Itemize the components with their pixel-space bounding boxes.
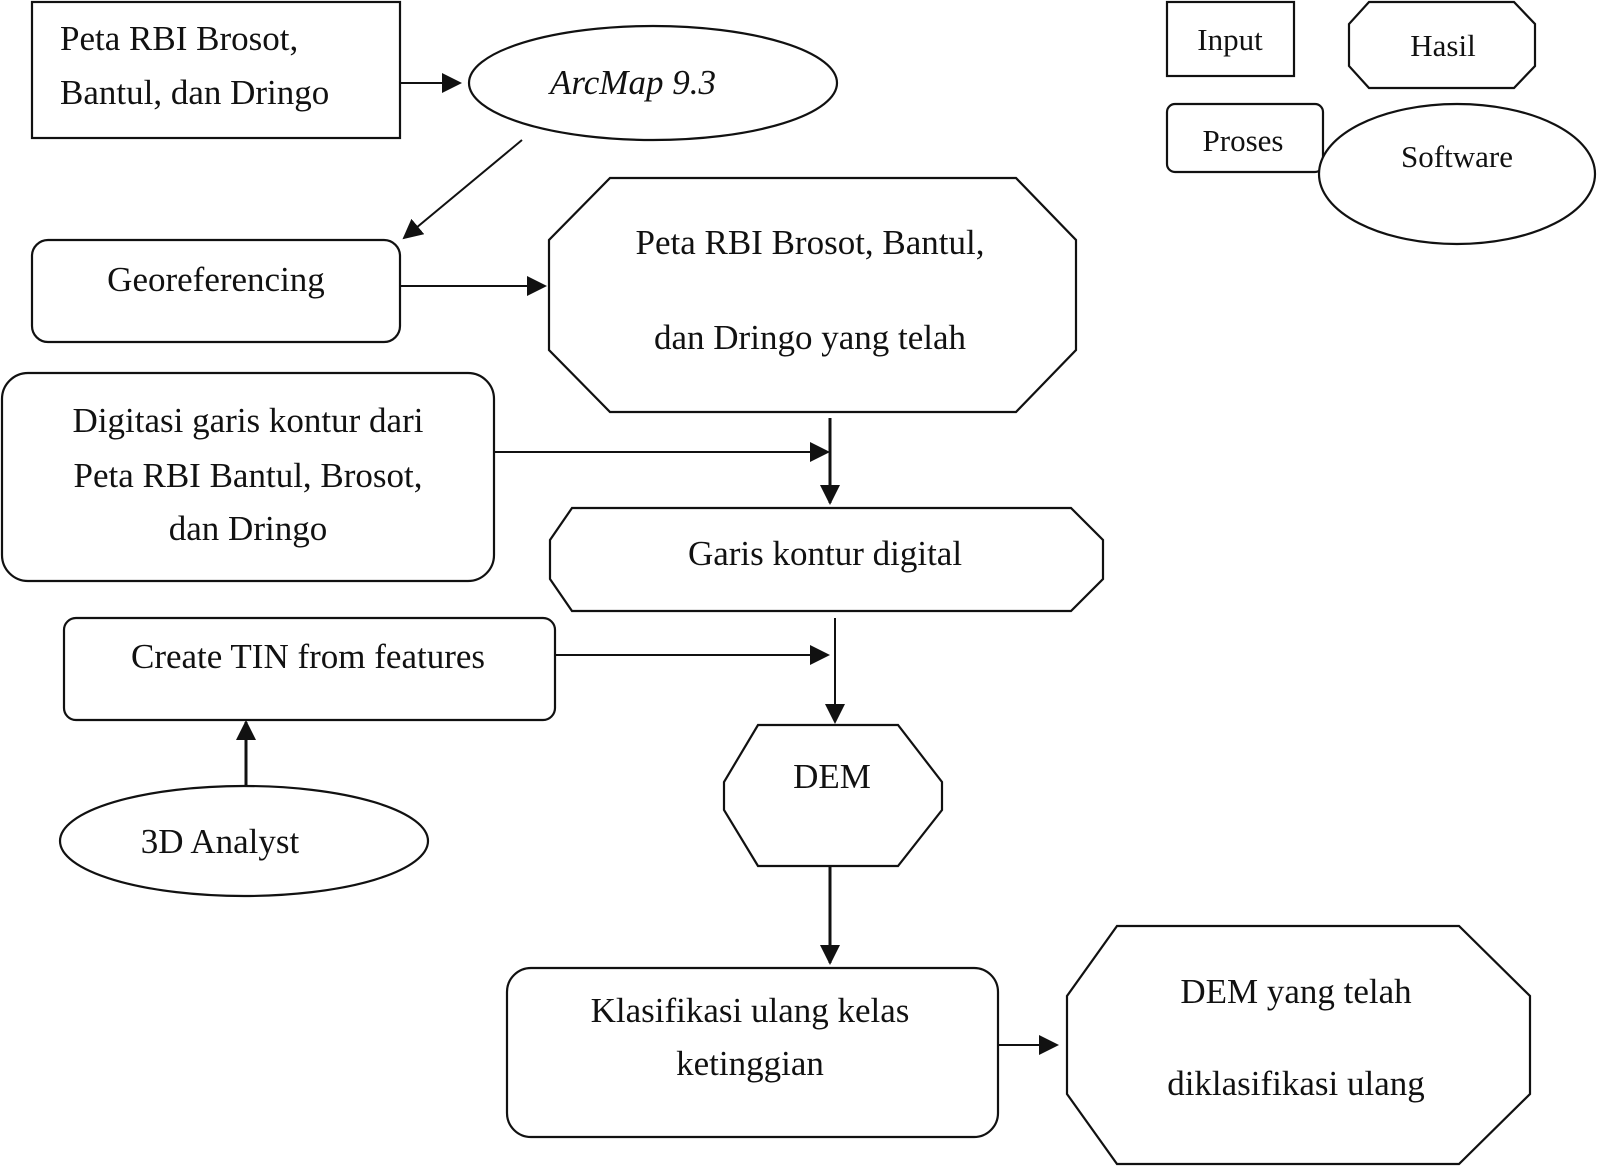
digitize-node: Digitasi garis kontur dari Peta RBI Bant… xyxy=(0,371,496,583)
legend-proses-label: Proses xyxy=(1203,123,1284,158)
dem-node: DEM xyxy=(722,723,944,868)
reclass-line2: ketinggian xyxy=(676,1044,824,1083)
legend-input: Input xyxy=(1165,0,1296,78)
arcmap-label: ArcMap 9.3 xyxy=(548,63,716,102)
dem-reclass-node: DEM yang telah diklasifikasi ulang xyxy=(1065,924,1532,1166)
georef-result-node: Peta RBI Brosot, Bantul, dan Dringo yang… xyxy=(547,176,1078,414)
legend-input-label: Input xyxy=(1197,22,1263,57)
reclass-line1: Klasifikasi ulang kelas xyxy=(591,991,910,1030)
legend: Input Hasil Proses Software xyxy=(1165,0,1597,246)
input-maps-line2: Bantul, dan Dringo xyxy=(60,73,329,112)
dem-label: DEM xyxy=(793,757,871,796)
dem-reclass-line2: diklasifikasi ulang xyxy=(1167,1064,1425,1103)
connectors xyxy=(236,73,1059,1055)
digitize-line3: dan Dringo xyxy=(169,509,327,548)
contour-node: Garis kontur digital xyxy=(548,506,1105,613)
legend-software: Software xyxy=(1317,102,1597,246)
contour-label: Garis kontur digital xyxy=(688,534,962,573)
analyst-3d-node: 3D Analyst xyxy=(58,784,430,898)
georef-result-line1: Peta RBI Brosot, Bantul, xyxy=(635,223,984,262)
legend-hasil-label: Hasil xyxy=(1410,28,1475,63)
georeferencing-label: Georeferencing xyxy=(107,260,325,299)
legend-proses: Proses xyxy=(1165,102,1325,174)
dem-reclass-line1: DEM yang telah xyxy=(1180,972,1412,1011)
legend-software-label: Software xyxy=(1401,139,1513,174)
input-maps-line1: Peta RBI Brosot, xyxy=(60,19,298,58)
analyst-3d-label: 3D Analyst xyxy=(141,822,300,861)
reclass-node: Klasifikasi ulang kelas ketinggian xyxy=(505,966,1000,1139)
create-tin-node: Create TIN from features xyxy=(62,616,557,722)
digitize-line2: Peta RBI Bantul, Brosot, xyxy=(73,456,422,495)
create-tin-label: Create TIN from features xyxy=(131,637,485,676)
georeferencing-node: Georeferencing xyxy=(30,238,402,344)
input-maps-node: Peta RBI Brosot, Bantul, dan Dringo xyxy=(30,0,402,140)
georef-result-line2: dan Dringo yang telah xyxy=(654,318,966,357)
arrow-arcmap-to-georeferencing xyxy=(402,139,523,240)
arcmap-node: ArcMap 9.3 xyxy=(467,24,839,142)
legend-hasil: Hasil xyxy=(1347,0,1537,90)
digitize-line1: Digitasi garis kontur dari xyxy=(73,401,424,440)
